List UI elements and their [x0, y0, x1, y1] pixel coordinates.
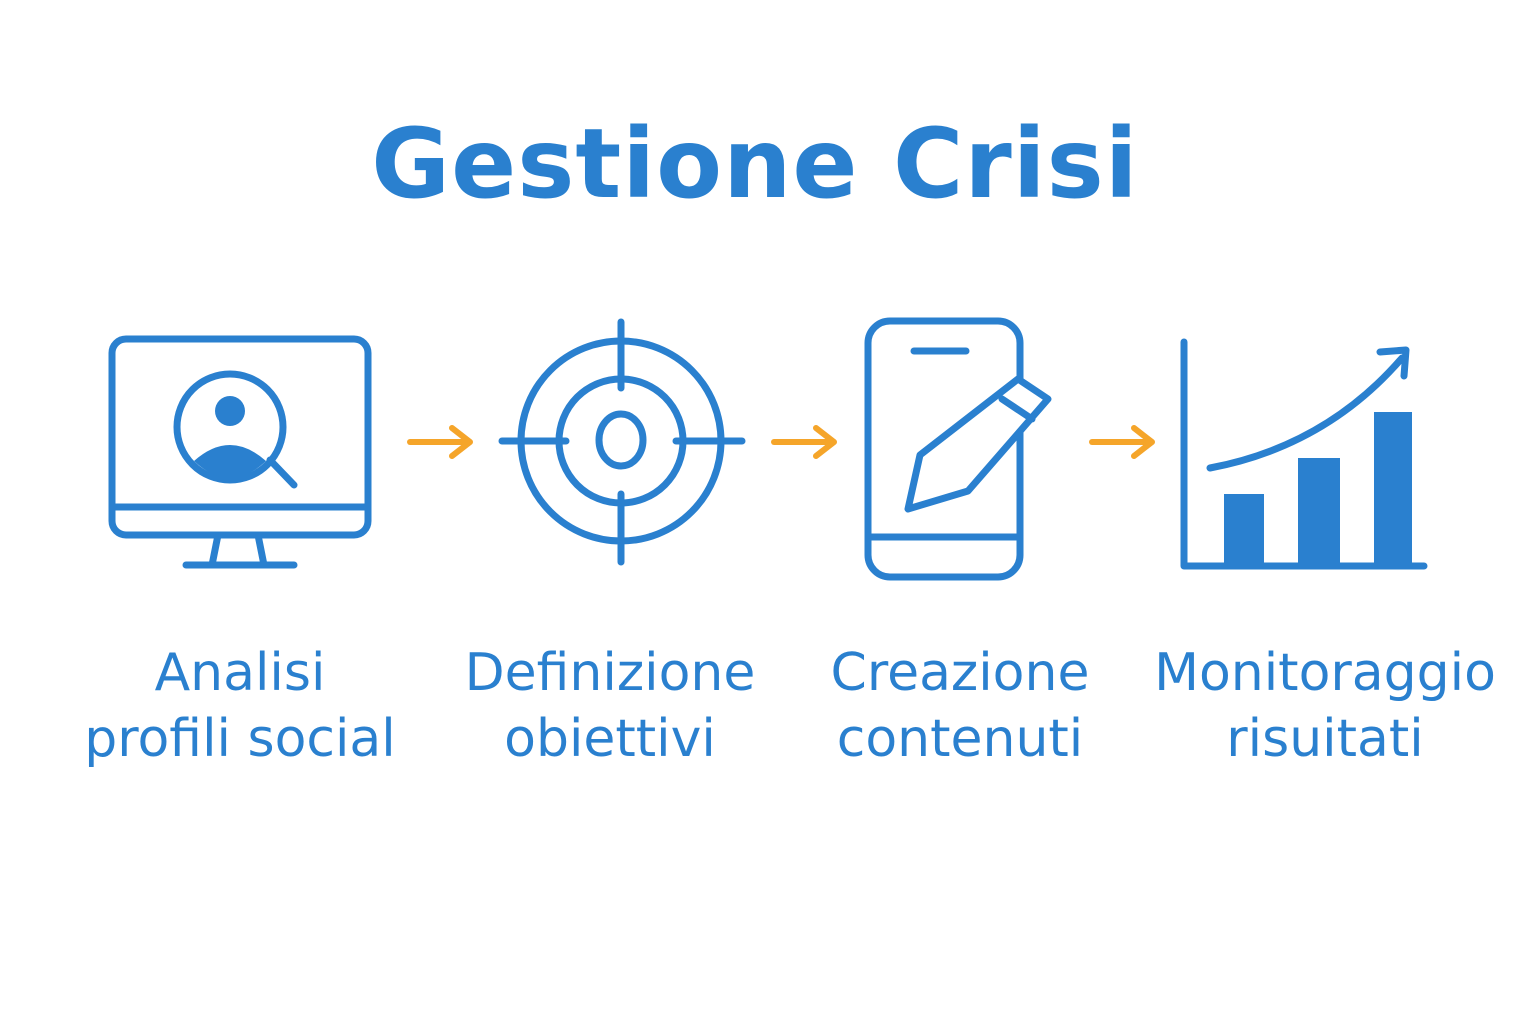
step-label-line2: risuitati [1226, 709, 1424, 769]
target-crosshair-icon [496, 318, 748, 568]
step-label-line1: Monitoraggio [1154, 643, 1496, 703]
arrow-right-icon [770, 424, 842, 464]
step-label-creazione: Creazione contenuti [790, 640, 1130, 772]
bar-chart-growth-icon [1176, 336, 1432, 576]
step-label-line2: contenuti [836, 709, 1084, 769]
step-label-line2: obiettivi [504, 709, 716, 769]
step-label-line2: profili social [84, 709, 396, 769]
smartphone-pencil-icon [862, 315, 1062, 583]
step-label-line1: Analisi [154, 643, 326, 703]
arrow-right-icon [406, 424, 478, 464]
step-label-analisi: Analisi profili social [40, 640, 440, 772]
step-label-line1: Definizione [464, 643, 756, 703]
arrow-right-icon [1088, 424, 1160, 464]
step-label-monitoraggio: Monitoraggio risuitati [1130, 640, 1520, 772]
monitor-user-search-icon [106, 333, 374, 573]
page-title: Gestione Crisi [371, 108, 1139, 220]
step-label-line1: Creazione [830, 643, 1090, 703]
step-label-definizione: Definizione obiettivi [430, 640, 790, 772]
